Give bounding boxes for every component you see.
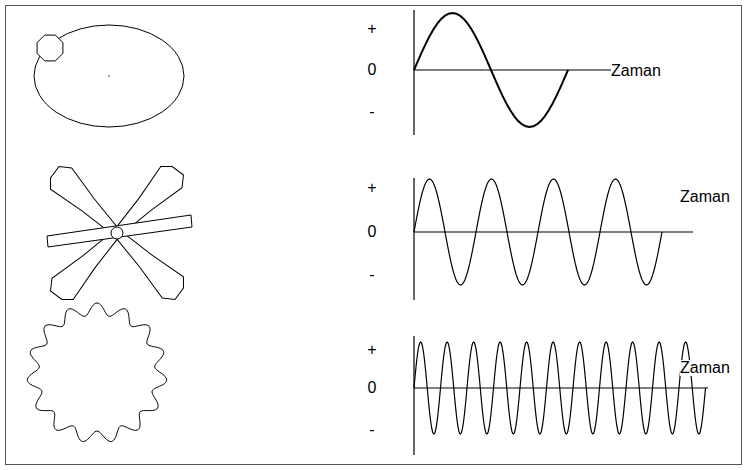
frame [6, 6, 742, 465]
axis-label: Zaman [680, 189, 730, 205]
plus-sign: + [367, 180, 376, 196]
orbit-center [108, 75, 109, 76]
axis-label: Zaman [611, 63, 661, 79]
minus-sign: - [369, 422, 374, 438]
axis-label: Zaman [680, 360, 730, 376]
planet-octagon [37, 35, 63, 61]
zero-level: 0 [368, 380, 377, 396]
plus-sign: + [367, 21, 376, 37]
zero-level: 0 [368, 224, 377, 240]
minus-sign: - [369, 104, 374, 120]
sine-wave [414, 179, 662, 285]
propeller [43, 159, 192, 306]
minus-sign: - [369, 267, 374, 283]
axes [414, 10, 708, 455]
plus-sign: + [367, 342, 376, 358]
zero-level: 0 [368, 62, 377, 78]
sine-wave [414, 342, 706, 434]
wavy-disc [27, 303, 166, 442]
orbit-ellipse [34, 25, 184, 127]
sine-wave [414, 13, 568, 127]
